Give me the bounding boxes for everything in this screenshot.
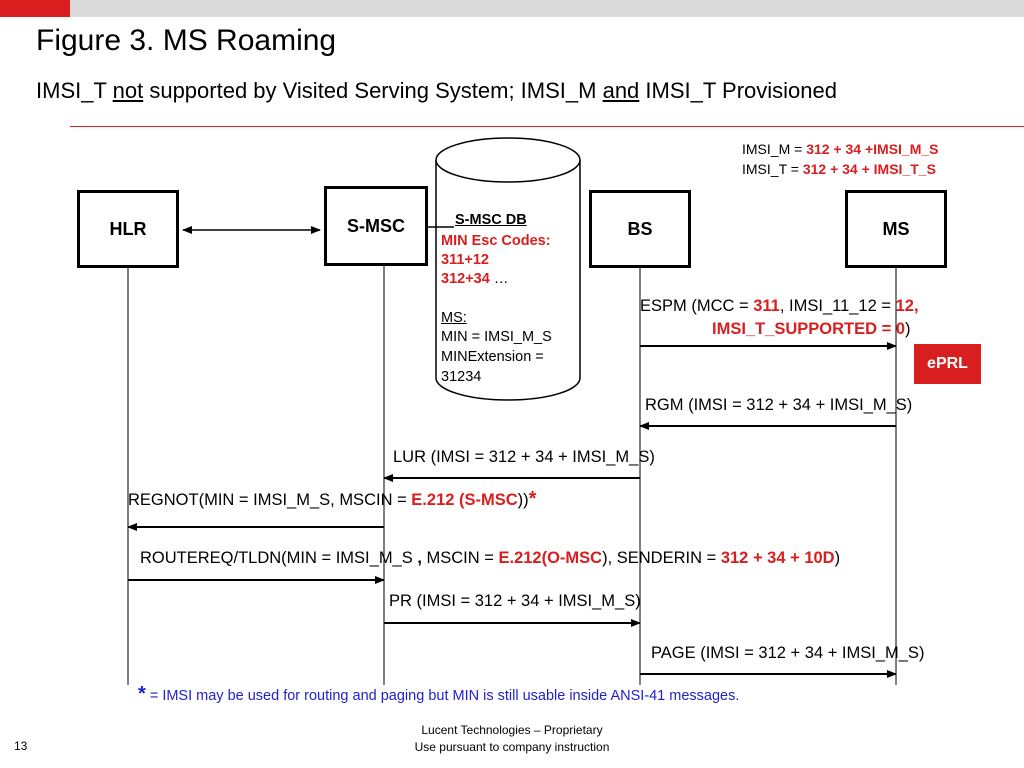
page-subtitle: IMSI_T not supported by Visited Serving … [36, 78, 837, 104]
routereq-e212: E.212(O-MSC [498, 549, 603, 567]
title-divider [70, 126, 1024, 127]
imsi-m-line: IMSI_M = 312 + 34 +IMSI_M_S [742, 139, 939, 159]
subtitle-not: not [112, 78, 144, 103]
database-cylinder-icon [435, 137, 581, 401]
espm-mcc: 311 [753, 297, 780, 315]
imsi-m-value: 312 + 34 +IMSI_M_S [806, 141, 939, 157]
smsc-label: S-MSC [347, 215, 405, 236]
db-ms-label: MS: [441, 310, 467, 326]
routereq-label: ROUTEREQ/TLDN(MIN = IMSI_M_S , MSCIN = E… [140, 549, 840, 568]
ms-label: MS [882, 218, 910, 239]
routereq-text-2: MSCIN = [421, 549, 499, 567]
imsi-t-line: IMSI_T = 312 + 34 + IMSI_T_S [742, 159, 936, 179]
eprl-badge: ePRL [914, 344, 981, 384]
subtitle-part-1: IMSI_T [36, 78, 113, 103]
pr-label: PR (IMSI = 312 + 34 + IMSI_M_S) [389, 592, 641, 610]
routereq-close: ) [834, 549, 841, 567]
db-code-2-line: 312+34 … [441, 270, 508, 289]
page-number: 13 [14, 739, 28, 753]
hlr-node: HLR [77, 190, 179, 268]
footnote-star: * [138, 683, 146, 705]
header-bar [70, 0, 1024, 17]
espm-label-line-2: IMSI_T_SUPPORTED = 0) [712, 320, 911, 339]
footer: Lucent Technologies – Proprietary Use pu… [312, 722, 712, 756]
espm-text-2: , IMSI_11_12 = [779, 297, 896, 315]
regnot-text: REGNOT(MIN = IMSI_M_S, MSCIN = [128, 491, 412, 509]
footer-line-2: Use pursuant to company instruction [414, 740, 610, 754]
regnot-e212: E.212 (S-MSC [411, 491, 518, 509]
header-accent-bar [0, 0, 70, 17]
routereq-comma: , [417, 549, 422, 567]
db-min-line: MIN = IMSI_M_S [441, 329, 552, 345]
db-code-ellipsis: … [489, 271, 509, 287]
imsi-t-prefix: IMSI_T = [742, 161, 803, 177]
routereq-senderin: 312 + 34 + 10D [720, 549, 835, 567]
rgm-label: RGM (IMSI = 312 + 34 + IMSI_M_S) [645, 396, 913, 414]
routereq-text-1: ROUTEREQ/TLDN(MIN = IMSI_M_S [140, 549, 418, 567]
page-title: Figure 3. MS Roaming [36, 24, 337, 57]
footnote-text: = IMSI may be used for routing and pagin… [145, 688, 740, 704]
hlr-label: HLR [109, 218, 147, 239]
ms-node: MS [845, 190, 947, 268]
regnot-close: )) [517, 491, 529, 509]
espm-supported: IMSI_T_SUPPORTED = 0 [712, 320, 906, 338]
espm-label-line-1: ESPM (MCC = 311, IMSI_11_12 = 12, [640, 297, 919, 316]
espm-imsi-value: 12, [895, 297, 919, 315]
bs-node: BS [589, 190, 691, 268]
bs-label: BS [627, 218, 653, 239]
routereq-text-3: ), SENDERIN = [602, 549, 721, 567]
imsi-t-value: 312 + 34 + IMSI_T_S [802, 161, 936, 177]
db-codes-label: MIN Esc Codes: [441, 233, 551, 249]
espm-close: ) [905, 320, 911, 338]
page-label: PAGE (IMSI = 312 + 34 + IMSI_M_S) [651, 644, 925, 662]
db-code-1: 311+12 [441, 252, 489, 268]
db-minext-value: 31234 [441, 369, 482, 385]
espm-text-1: ESPM (MCC = [640, 297, 754, 315]
subtitle-part-3: IMSI_T Provisioned [639, 78, 837, 103]
imsi-m-prefix: IMSI_M = [742, 141, 807, 157]
smsc-node: S-MSC [324, 186, 428, 266]
footer-line-1: Lucent Technologies – Proprietary [421, 723, 603, 737]
db-title: S-MSC DB [455, 212, 527, 228]
db-code-2: 312+34 [441, 271, 490, 287]
regnot-label: REGNOT(MIN = IMSI_M_S, MSCIN = E.212 (S-… [128, 488, 536, 511]
subtitle-part-2: supported by Visited Serving System; IMS… [143, 78, 603, 103]
db-minext-line: MINExtension = [441, 349, 544, 365]
footnote: * = IMSI may be used for routing and pag… [138, 683, 739, 706]
lur-label: LUR (IMSI = 312 + 34 + IMSI_M_S) [393, 448, 655, 466]
subtitle-and: and [602, 78, 640, 103]
regnot-star: * [528, 488, 537, 510]
